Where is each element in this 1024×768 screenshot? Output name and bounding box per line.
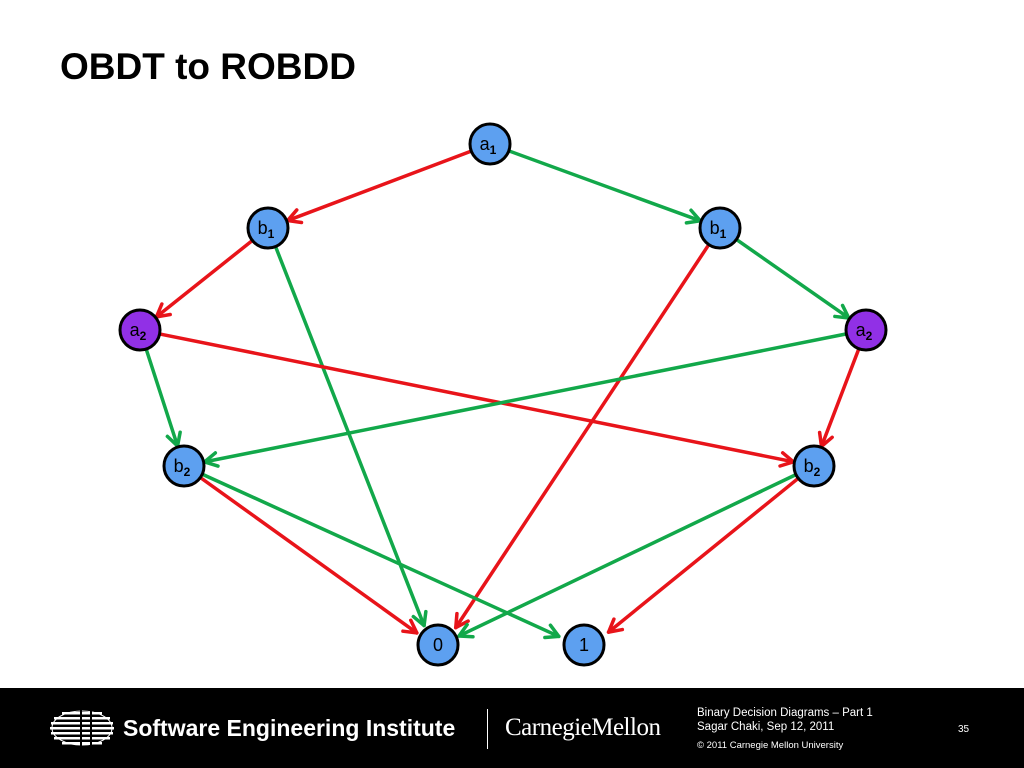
edge-line (733, 236, 851, 320)
edge-line (285, 148, 475, 223)
node-var: b (174, 456, 184, 476)
arrowhead-icon (543, 623, 561, 640)
node-var: a (856, 320, 867, 340)
node-subscript: 2 (814, 465, 821, 479)
edge-line (154, 237, 256, 319)
node-a2R: a2 (844, 308, 888, 352)
node-b1R: b1 (698, 206, 742, 250)
edge-a2L-to-b2R-low (155, 331, 796, 468)
edge-a2R-to-b2L-high (202, 331, 851, 468)
node-a1: a1 (468, 122, 512, 166)
arrowhead-icon (606, 617, 625, 634)
sei-logo-icon (50, 710, 114, 746)
edge-line (196, 474, 419, 635)
node-t0: 0 (416, 623, 460, 667)
edge-line (273, 242, 426, 628)
page-number: 35 (958, 724, 970, 735)
node-label: b1 (710, 218, 727, 241)
node-b1L: b1 (246, 206, 290, 250)
node-circle (246, 206, 290, 250)
node-circle (118, 308, 162, 352)
footer-copyright: © 2011 Carnegie Mellon University (697, 740, 844, 751)
node-label: b2 (804, 456, 821, 479)
edge-line (202, 331, 851, 464)
footer-info-author: Sagar Chaki, Sep 12, 2011 (697, 721, 835, 733)
edge-b1R-to-a2R-high (733, 236, 851, 320)
edge-a1-to-b1R-high (505, 148, 703, 225)
arrowhead-icon (454, 611, 470, 630)
edge-line (155, 331, 796, 464)
edge-a2L-to-b2L-high (143, 345, 182, 448)
node-b2R: b2 (792, 444, 836, 488)
arrowhead-icon (401, 618, 419, 635)
edge-b1R-to-t0-low (454, 241, 712, 630)
edges-layer (143, 148, 862, 640)
footer-institute-name: Software Engineering Institute (123, 715, 456, 741)
edge-b1L-to-a2L-low (154, 237, 256, 319)
node-label: b1 (258, 218, 275, 241)
node-var: a (130, 320, 141, 340)
node-circle (162, 444, 206, 488)
arrowhead-icon (411, 609, 428, 628)
node-subscript: 2 (866, 329, 873, 343)
node-circle (792, 444, 836, 488)
edge-b2R-to-t1-low (606, 475, 802, 634)
node-var: 0 (433, 635, 443, 655)
node-subscript: 1 (268, 227, 275, 241)
node-label: a2 (130, 320, 147, 343)
footer-university-wordmark: CarnegieMellon (505, 714, 661, 741)
edge-line (457, 471, 800, 638)
node-t1: 1 (562, 623, 606, 667)
edge-a1-to-b1L-low (285, 148, 475, 225)
node-subscript: 1 (490, 143, 497, 157)
edge-b2L-to-t1-high (198, 471, 561, 640)
edge-line (606, 475, 802, 634)
arrowhead-icon (457, 622, 475, 639)
node-circle (562, 623, 606, 667)
node-var: a (480, 134, 491, 154)
node-circle (844, 308, 888, 352)
node-circle (416, 623, 460, 667)
node-a2L: a2 (118, 308, 162, 352)
edge-line (198, 471, 561, 639)
edge-b1L-to-t0-high (273, 242, 428, 628)
edge-b2L-to-t0-low (196, 474, 419, 635)
slide-title: OBDT to ROBDD (60, 46, 356, 87)
node-circle (698, 206, 742, 250)
edge-a2R-to-b2R-low (817, 345, 862, 449)
node-var: b (258, 218, 268, 238)
edge-line (819, 345, 862, 449)
footer-info-title: Binary Decision Diagrams – Part 1 (697, 707, 873, 719)
node-label: 0 (433, 635, 443, 655)
node-b2L: b2 (162, 444, 206, 488)
edge-line (454, 241, 712, 630)
node-var: b (710, 218, 720, 238)
node-circle (468, 122, 512, 166)
footer-info: Binary Decision Diagrams – Part 1 Sagar … (697, 706, 873, 734)
node-label: a2 (856, 320, 873, 343)
node-label: 1 (579, 635, 589, 655)
edge-line (143, 345, 180, 448)
edge-line (505, 148, 703, 223)
node-label: a1 (480, 134, 497, 157)
footer-divider (487, 709, 488, 749)
node-label: b2 (174, 456, 191, 479)
node-var: b (804, 456, 814, 476)
footer-bar: Software Engineering Institute CarnegieM… (0, 688, 1024, 768)
node-var: 1 (579, 635, 589, 655)
node-subscript: 2 (140, 329, 147, 343)
node-subscript: 2 (184, 465, 191, 479)
node-subscript: 1 (720, 227, 727, 241)
edge-b2R-to-t0-high (457, 471, 800, 639)
